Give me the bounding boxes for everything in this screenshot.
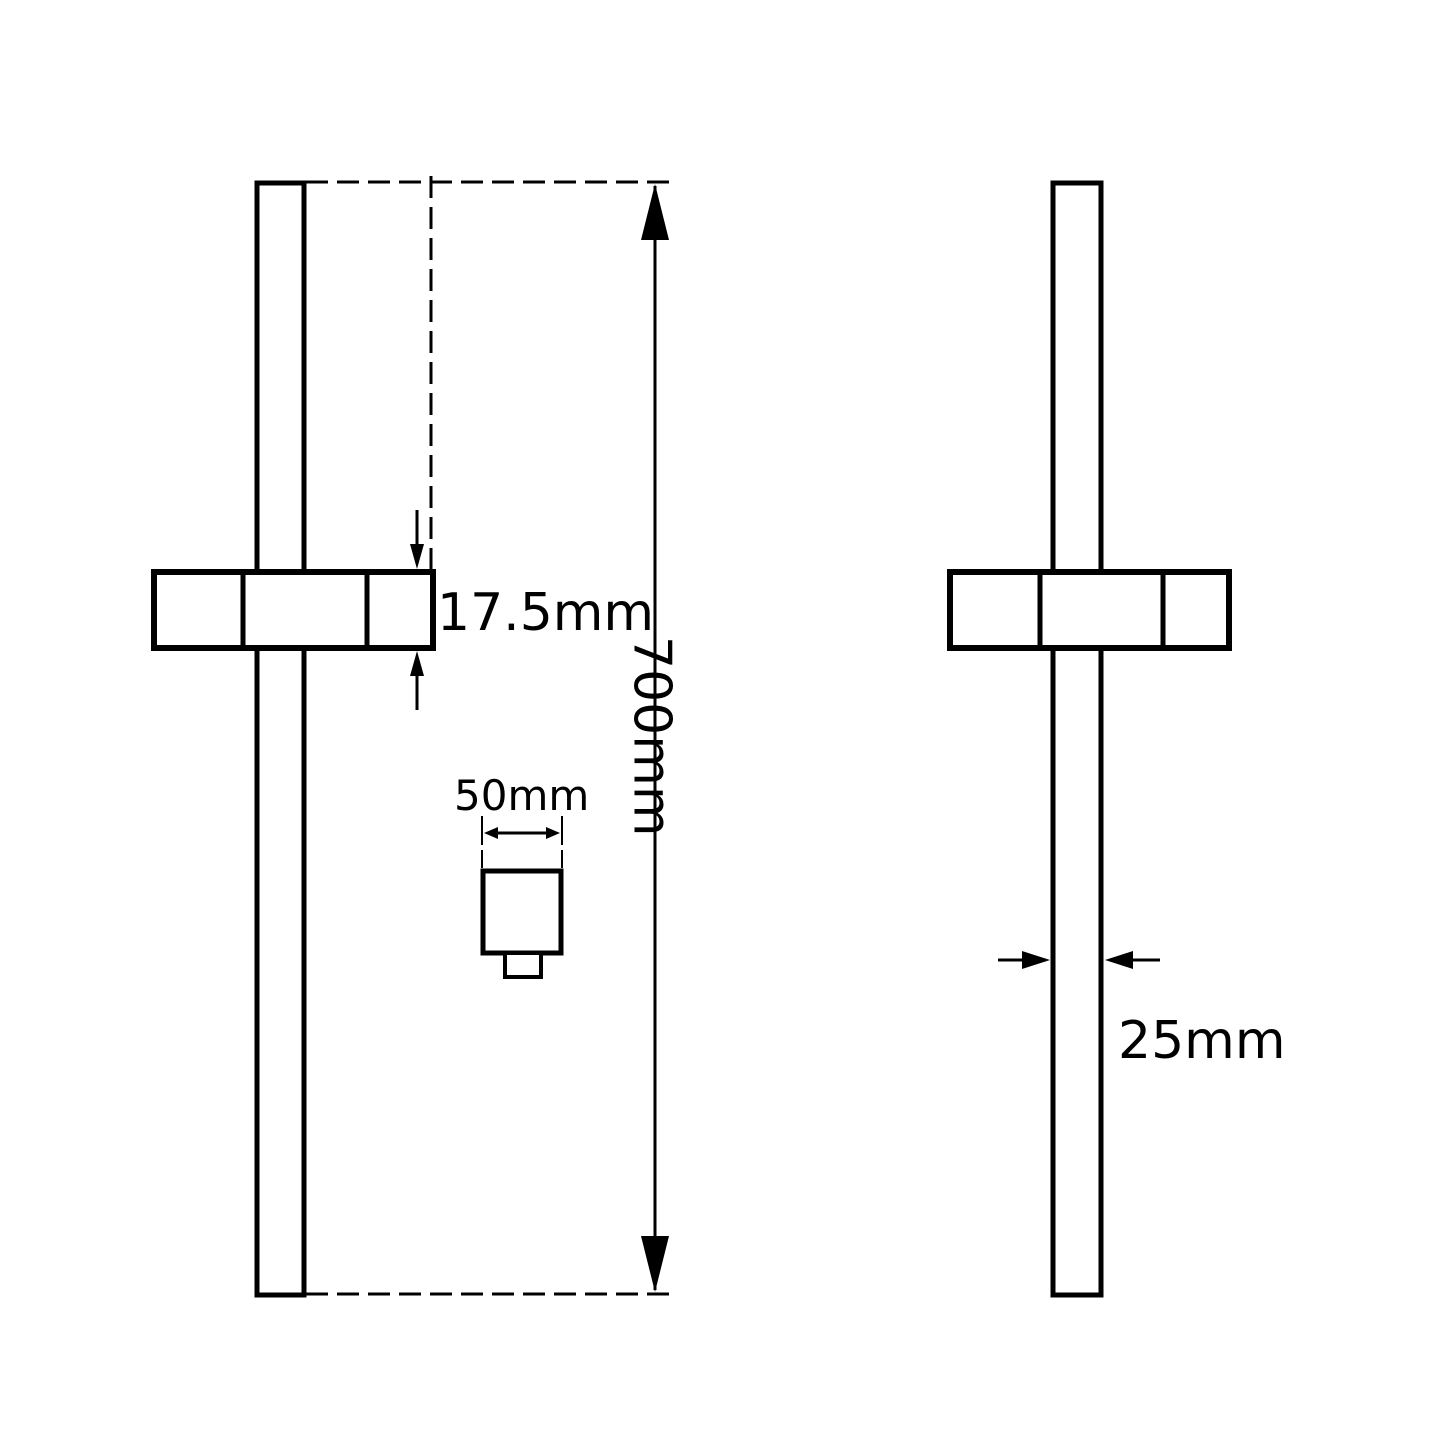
arrow-right-icon — [546, 827, 560, 839]
front-rail — [254, 180, 307, 1298]
arrow-down-icon — [641, 1236, 669, 1292]
extension-lines — [306, 176, 678, 1296]
arrow-down-icon — [410, 544, 424, 569]
front-bracket — [151, 569, 436, 651]
rail-diameter-label: 25mm — [1118, 1011, 1285, 1071]
rail-diameter-dimension: 25mm — [998, 951, 1285, 1071]
side-view: 25mm — [947, 180, 1285, 1298]
rail-length-label: 700mm — [621, 636, 681, 837]
bracket-height-dimension: 17.5mm — [410, 510, 654, 710]
arrow-up-icon — [641, 184, 669, 240]
side-bracket — [947, 569, 1232, 651]
arrow-up-icon — [410, 651, 424, 676]
outlet-width-dimension: 50mm — [454, 771, 589, 868]
arrow-left-icon — [484, 827, 498, 839]
outlet-width-label: 50mm — [454, 771, 589, 820]
rail-length-dimension: 700mm — [621, 184, 681, 1292]
arrow-left-icon — [1105, 951, 1133, 969]
front-view: 700mm 17.5mm 50mm — [151, 176, 681, 1298]
bracket-height-label: 17.5mm — [437, 583, 654, 643]
arrow-right-icon — [1022, 951, 1050, 969]
side-rail — [1050, 180, 1104, 1298]
wall-outlet — [480, 868, 564, 979]
